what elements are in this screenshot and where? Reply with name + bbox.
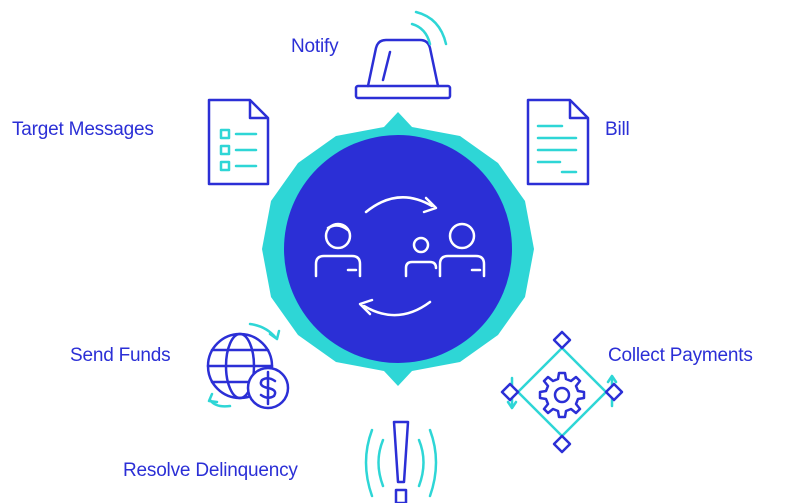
person-icon [314,222,362,278]
label-send-funds: Send Funds [70,345,171,366]
document-lines-icon [526,98,590,186]
label-target-messages: Target Messages [12,119,154,140]
exclamation-alert-icon [364,420,438,503]
hub-inner-circle [284,135,512,363]
globe-dollar-icon [206,322,290,410]
alarm-siren-icon [354,10,452,100]
gear-network-icon [500,330,624,454]
label-resolve-delinquency: Resolve Delinquency [123,460,298,481]
checklist-document-icon [207,98,270,186]
label-notify: Notify [291,36,339,57]
exchange-arrows-icon [358,196,438,317]
person-icon [438,222,486,278]
person-icon [404,236,438,278]
label-collect-payments: Collect Payments [608,345,753,366]
label-bill: Bill [605,119,630,140]
hub [262,112,534,386]
